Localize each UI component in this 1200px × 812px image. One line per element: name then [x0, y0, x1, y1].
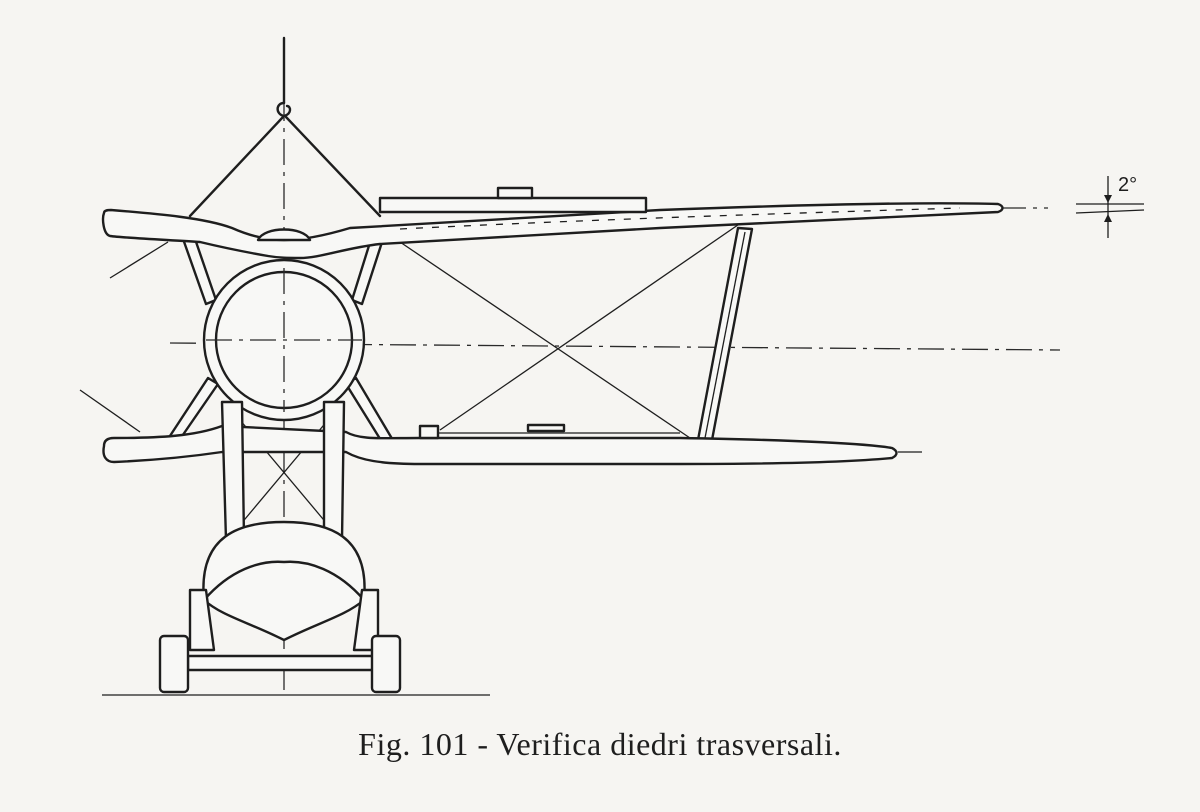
engine-cowling — [202, 258, 366, 422]
lower-wing — [102, 423, 922, 466]
dihedral-indicator: 2° — [1075, 174, 1145, 238]
interplane-strut-right — [696, 226, 754, 442]
dihedral-angle-label: 2° — [1118, 174, 1137, 196]
figure-caption: Fig. 101 - Verifica diedri trasversali. — [358, 726, 842, 762]
hoist-hook — [188, 36, 382, 218]
landing-gear — [158, 400, 402, 694]
bracing-wires — [79, 217, 749, 526]
upper-wing — [101, 186, 1004, 260]
